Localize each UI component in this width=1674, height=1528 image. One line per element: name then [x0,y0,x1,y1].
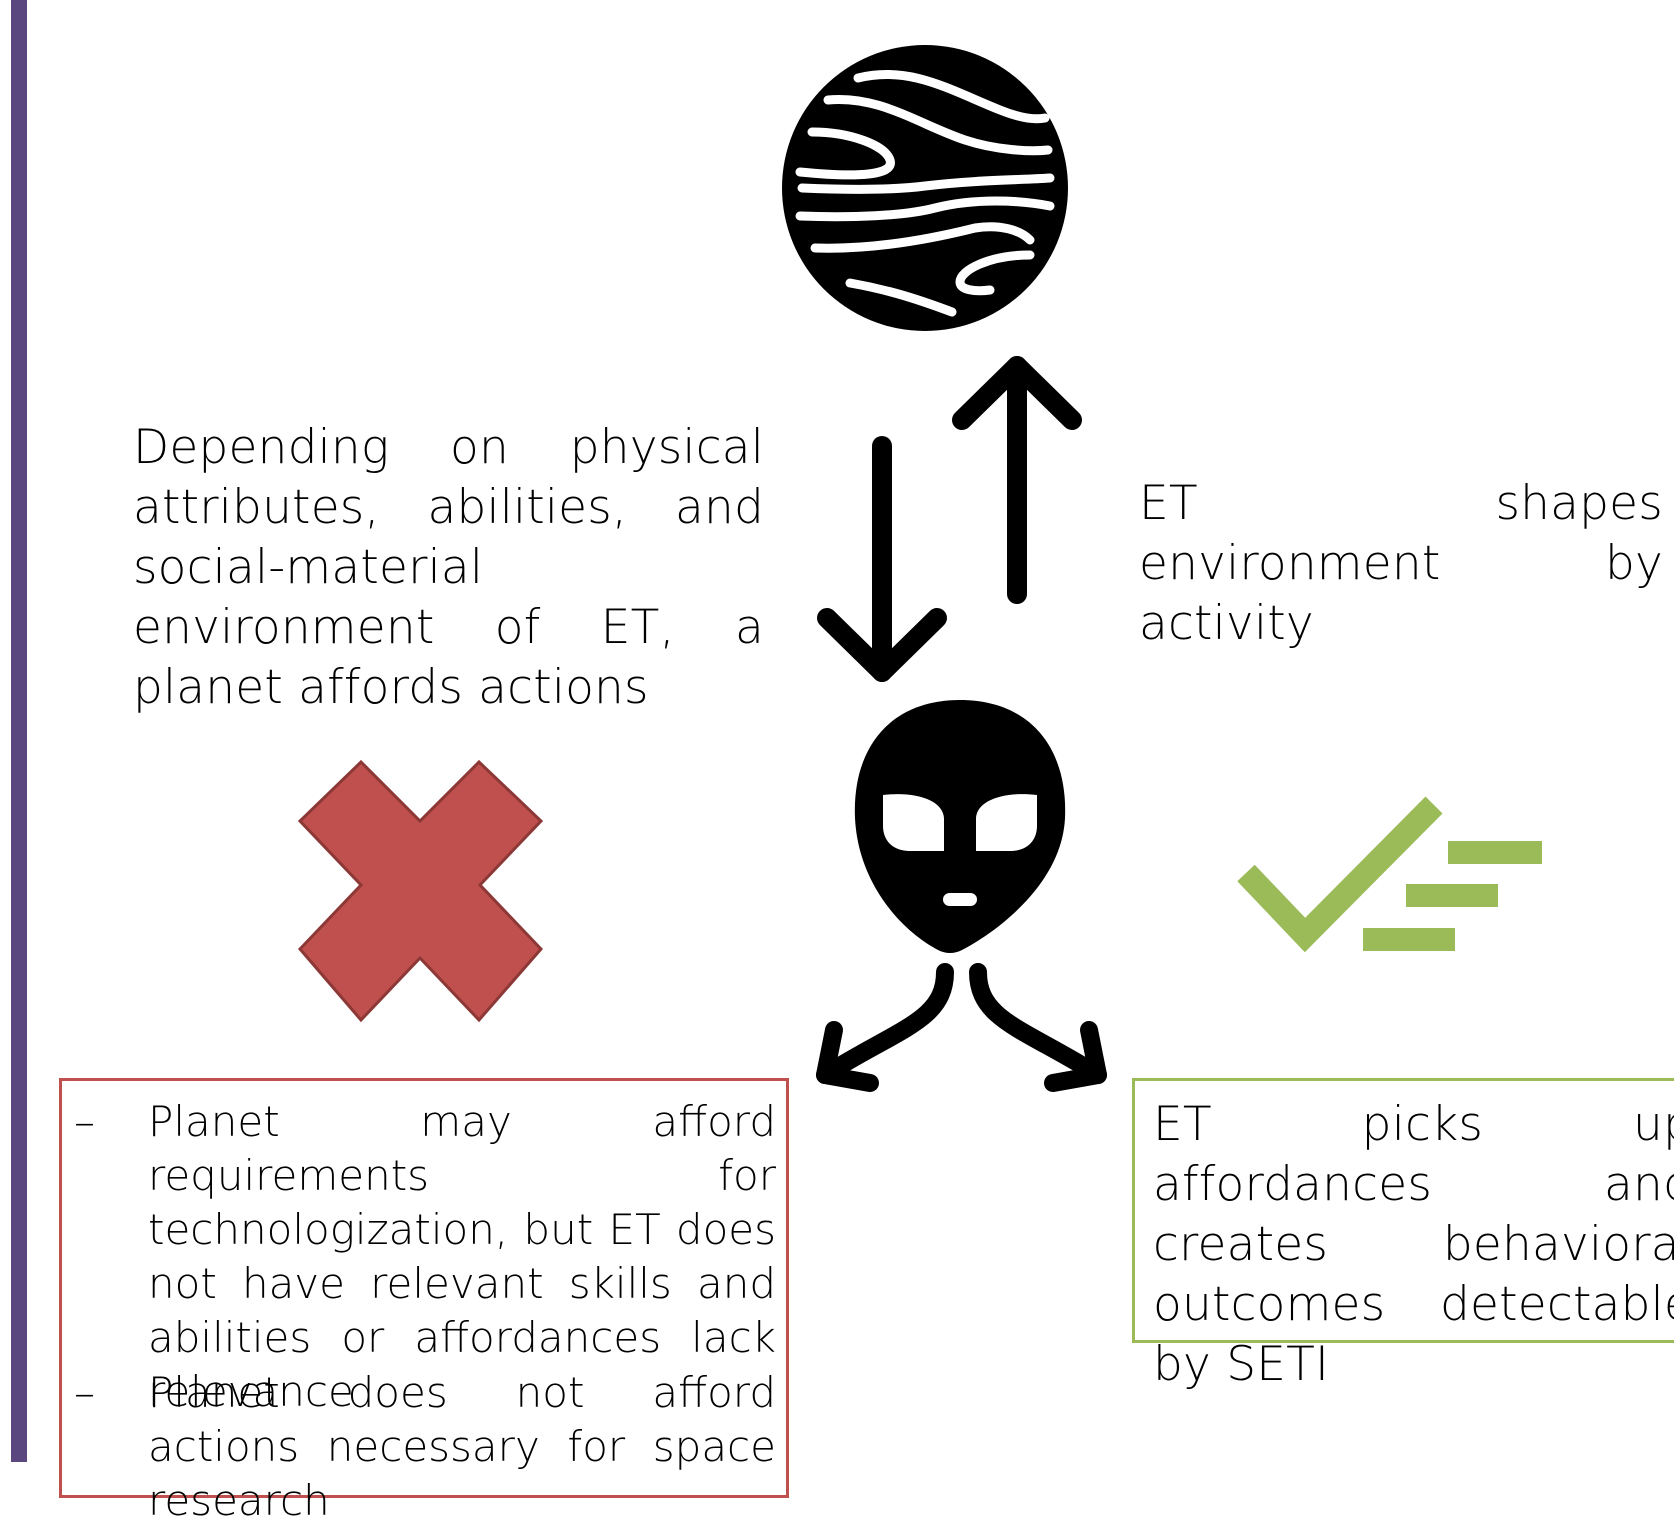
failure-item-text: Planet may afford requirements for techn… [148,1097,776,1416]
alien-icon [854,700,1066,953]
checkmark-icon [1237,796,1542,953]
affordance-description: Depending on physical attributes, abilit… [133,420,764,715]
list-dash: – [74,1097,95,1146]
success-text: ET picks up affordances and creates beha… [1153,1097,1674,1392]
arrow-down-icon [817,436,947,682]
planet-icon [782,45,1068,331]
failure-item: – Planet does not afford actions necessa… [74,1366,776,1528]
accent-bar [11,0,27,1462]
failure-item: – Planet may afford requirements for tec… [74,1095,776,1419]
failure-item-text: Planet does not afford actions necessary… [148,1368,776,1525]
branch-arrow-right-icon [969,963,1107,1092]
cross-icon [297,759,544,1023]
success-box: ET picks up affordances and creates beha… [1132,1078,1674,1392]
diagram-canvas [297,45,1542,1092]
list-dash: – [74,1368,95,1417]
branch-arrow-left-icon [816,963,954,1092]
arrow-up-icon [952,356,1082,604]
failure-box: – Planet may afford requirements for tec… [59,1078,789,1525]
shaping-description: ET shapes environment by activity [1139,476,1663,651]
